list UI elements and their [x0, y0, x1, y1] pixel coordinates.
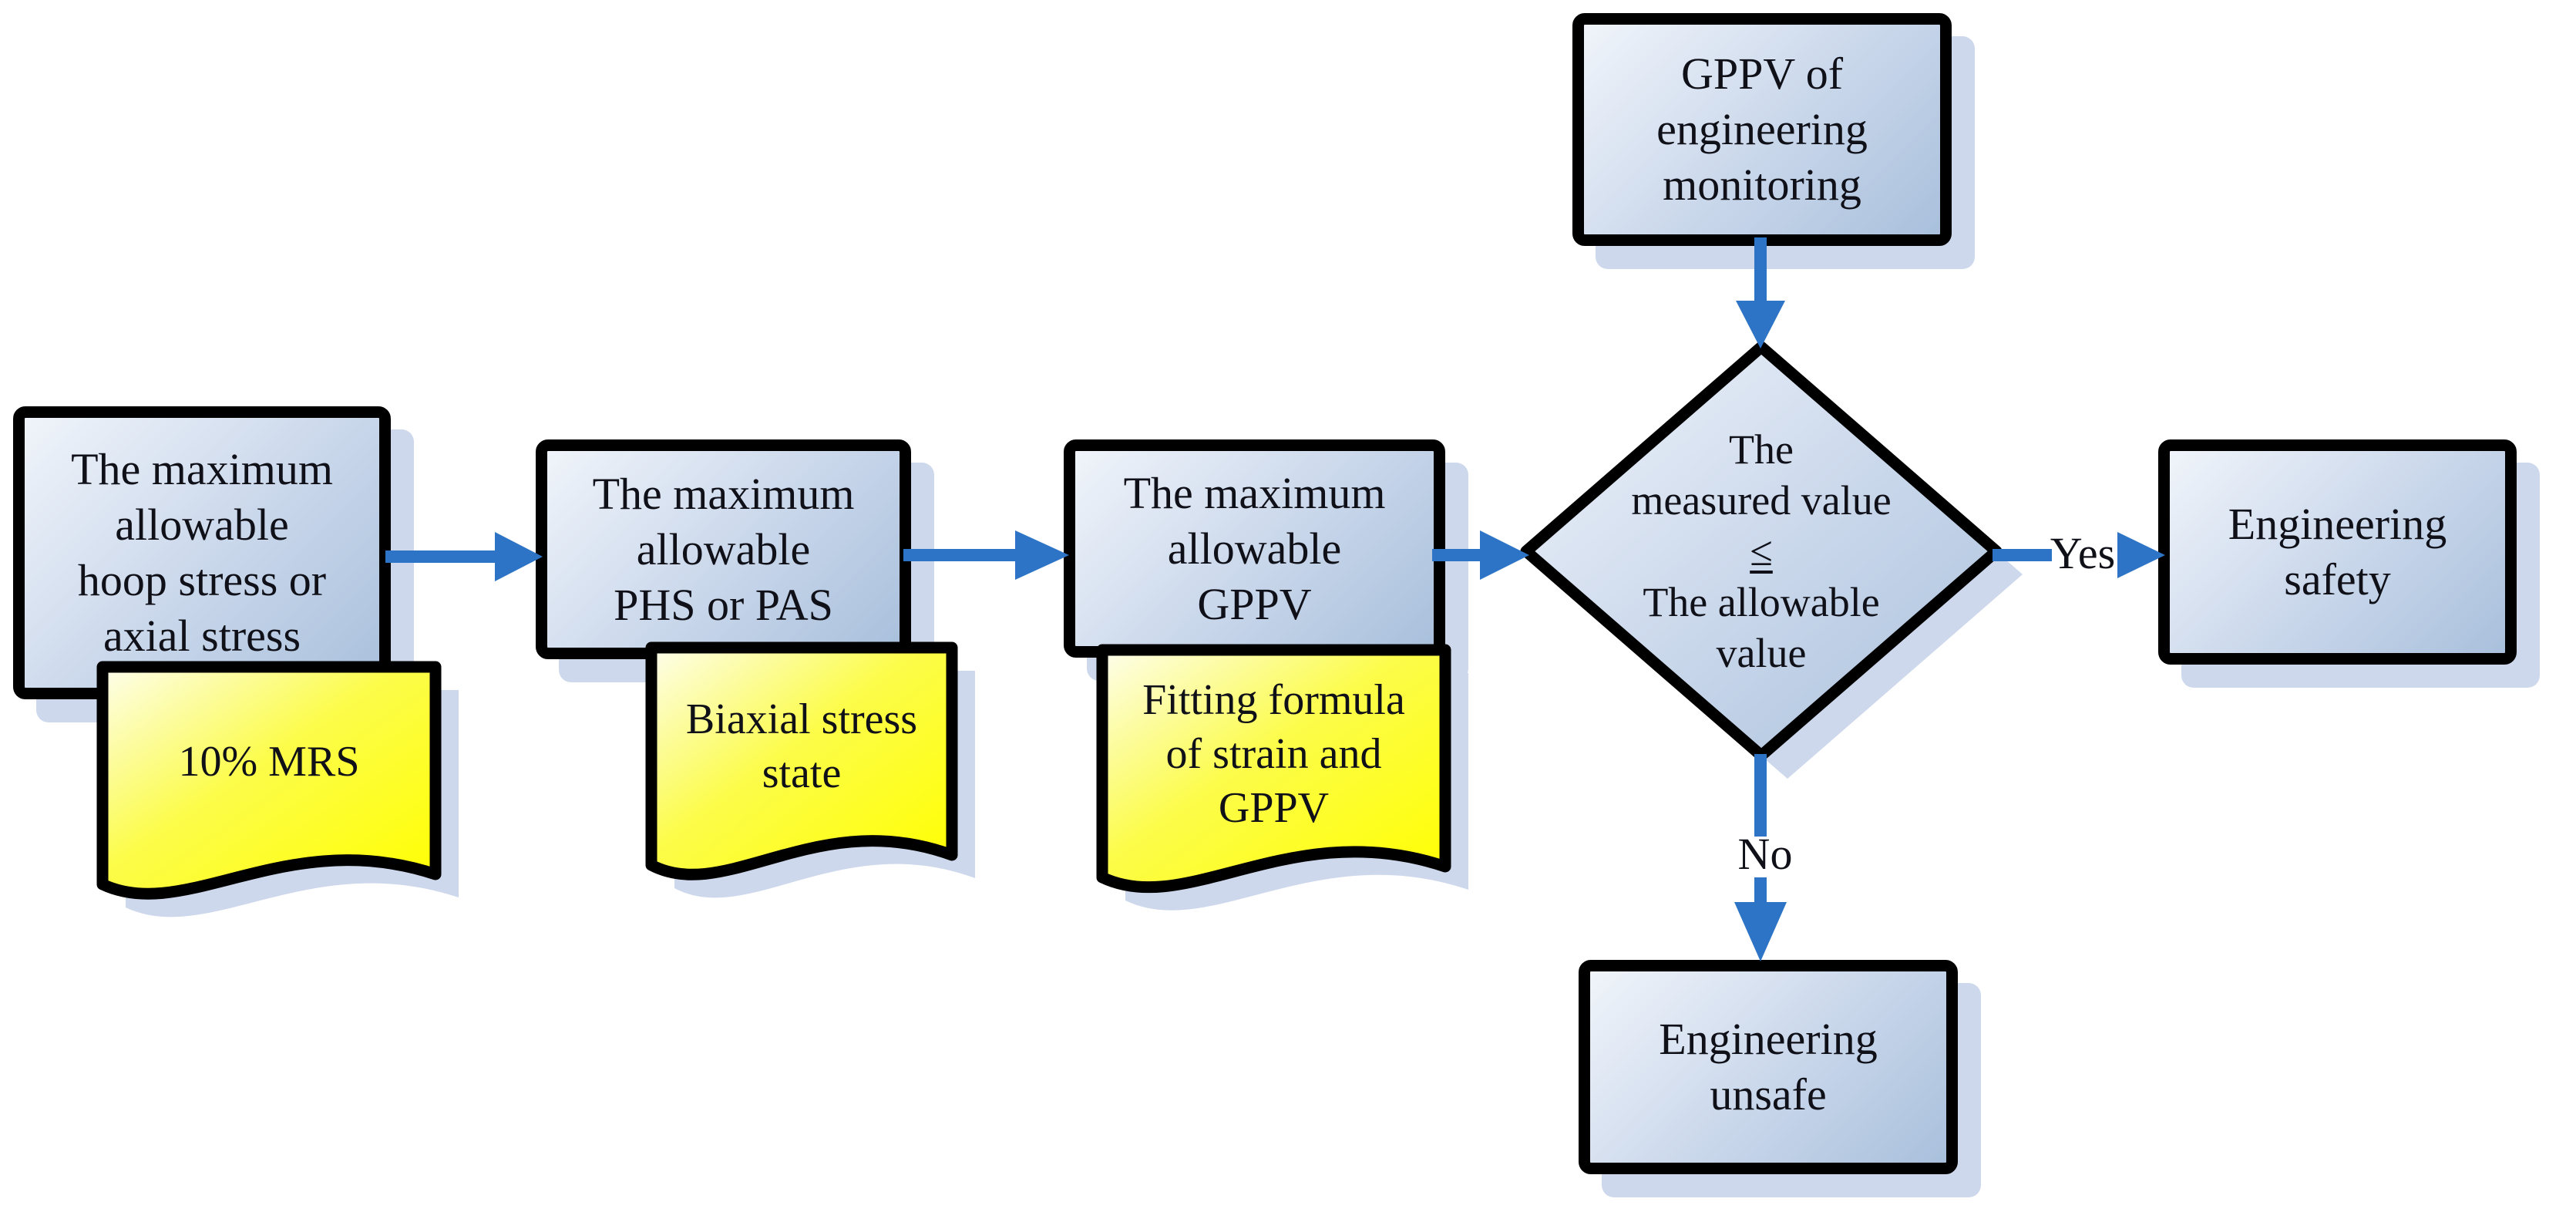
text-line: GPPV of [1680, 49, 1844, 99]
arrow-head [2117, 532, 2165, 578]
text-line: hoop stress or [77, 555, 327, 605]
document-note-biaxial-shape [645, 641, 958, 880]
process-box-max-allowable-stress: The maximum allowable hoop stress or axi… [13, 406, 391, 699]
text-line: The allowable [1643, 579, 1880, 625]
box-text: The maximum allowable hoop stress or axi… [25, 442, 379, 664]
arrow-head [1480, 530, 1529, 580]
arrow-gppv-to-decision [1432, 530, 1529, 580]
text-line: axial stress [103, 611, 301, 661]
text-line: Engineering [1659, 1014, 1878, 1064]
less-equal-symbol: ≤ [1750, 528, 1773, 574]
box-text: GPPV of engineering monitoring [1584, 46, 1940, 213]
text-line: state [762, 749, 842, 797]
process-box-gppv-engineering-monitoring: GPPV of engineering monitoring [1572, 13, 1952, 246]
arrow-decision-yes-to-safety [1993, 532, 2165, 578]
text-line: allowable [636, 524, 811, 574]
text-line: safety [2284, 554, 2391, 604]
arrow-head [1734, 902, 1787, 961]
text-line: GPPV [1197, 578, 1312, 629]
edge-label-no: No [1737, 829, 1793, 879]
document-note-fitting-shape [1096, 644, 1451, 894]
process-box-engineering-unsafe: Engineering unsafe [1579, 960, 1958, 1174]
arrow-stress-to-phs [385, 532, 543, 581]
text-line: engineering [1656, 104, 1868, 154]
text-line: The [1729, 426, 1794, 473]
arrow-decision-no-to-unsafe [1734, 754, 1787, 961]
decision-diamond-text: The measured value ≤ The allowable value [1526, 347, 1996, 756]
text-line: The maximum [592, 468, 855, 519]
box-text: The maximum allowable GPPV [1075, 466, 1434, 632]
box-text: Engineering safety [2170, 497, 2505, 608]
document-note-fitting-formula: Fitting formula of strain and GPPV [1102, 650, 1445, 858]
document-note-biaxial: Biaxial stress state [651, 648, 952, 844]
arrow-head [1736, 301, 1785, 348]
arrow-head [1015, 530, 1069, 580]
text-line: allowable [115, 500, 289, 550]
text-line: Biaxial stress [685, 695, 918, 743]
document-note-10-mrs-shape [96, 661, 442, 900]
text-line: value [1716, 630, 1807, 676]
text-line: monitoring [1663, 160, 1861, 210]
text-line: 10% MRS [178, 737, 360, 786]
process-box-engineering-safety: Engineering safety [2158, 439, 2517, 665]
text-line: Fitting formula [1142, 676, 1405, 724]
box-text: Engineering unsafe [1590, 1012, 1946, 1123]
text-line: PHS or PAS [614, 579, 833, 630]
text-line: The maximum [1123, 467, 1386, 518]
arrow-head [495, 532, 543, 581]
text-line: The maximum [71, 444, 333, 494]
document-note-10-mrs: 10% MRS [103, 667, 435, 856]
box-text: The maximum allowable PHS or PAS [547, 466, 900, 633]
text-line: unsafe [1710, 1069, 1827, 1119]
text-line: of strain and [1165, 730, 1382, 778]
arrow-phs-to-gppv [903, 530, 1069, 580]
text-line: GPPV [1218, 784, 1330, 832]
text-line: Engineering [2228, 499, 2447, 549]
arrow-monitoring-to-decision [1736, 237, 1785, 348]
edge-label-yes: Yes [2050, 528, 2116, 578]
text-line: measured value [1631, 477, 1892, 524]
text-line: allowable [1167, 523, 1342, 574]
